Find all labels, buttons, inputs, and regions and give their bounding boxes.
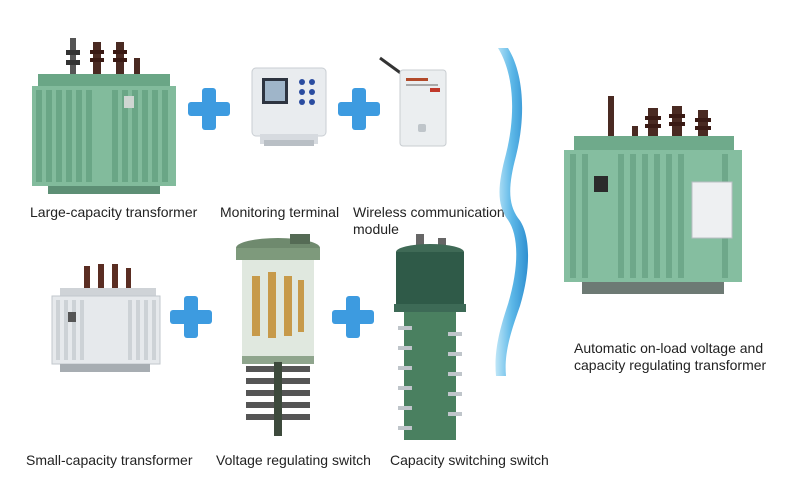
plus-icon [338, 88, 380, 130]
voltage-switch-image [236, 234, 320, 436]
plus-icon [170, 296, 212, 338]
large-transformer-image [32, 38, 176, 194]
capacity-switch-label: Capacity switching switch [390, 452, 549, 468]
small-transformer-label: Small-capacity transformer [26, 452, 193, 468]
wireless-module-image [379, 56, 447, 147]
result-transformer-image [564, 96, 742, 294]
plus-icon [188, 88, 230, 130]
wireless-module-label-1: Wireless communication [353, 204, 505, 220]
result-transformer-label-1: Automatic on-load voltage and [574, 340, 764, 356]
bushing-icon [66, 38, 140, 76]
monitoring-terminal-label: Monitoring terminal [220, 204, 340, 220]
small-transformer-image [51, 264, 161, 372]
capacity-switch-image [394, 234, 466, 440]
monitoring-terminal-image [251, 67, 327, 146]
result-transformer-label-2: capacity regulating transformer [574, 357, 767, 373]
brace-icon [495, 48, 529, 376]
voltage-switch-label: Voltage regulating switch [216, 452, 371, 468]
large-transformer-label: Large-capacity transformer [30, 204, 198, 220]
plus-icon [332, 296, 374, 338]
wireless-module-label-2: module [353, 221, 399, 237]
